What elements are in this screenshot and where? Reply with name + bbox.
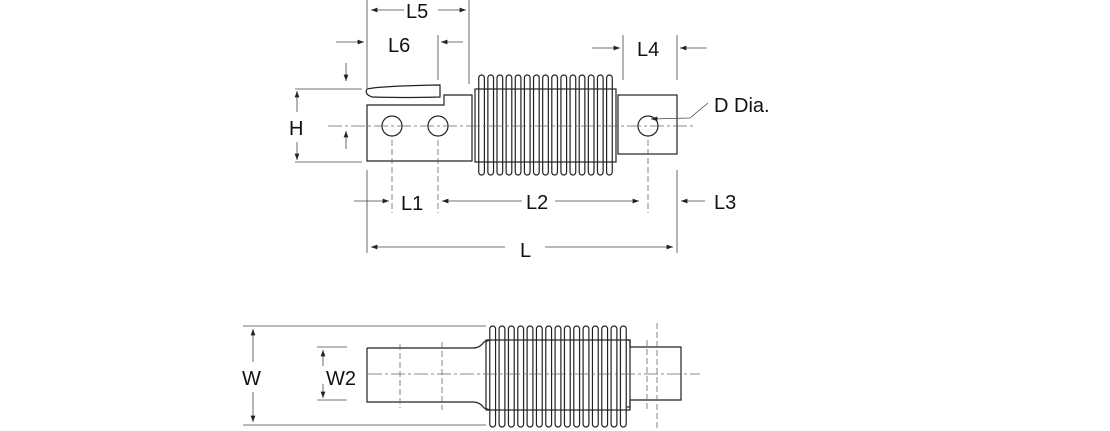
dim-label-L6: L6: [388, 35, 410, 57]
side-bellows: [474, 74, 617, 176]
extension-lines: [243, 325, 486, 426]
bellows-rib: [517, 325, 525, 428]
bellows-rib: [619, 325, 627, 428]
dim-label-L4: L4: [637, 39, 659, 61]
hole-centerlines: [399, 323, 658, 428]
bellows-rib: [554, 325, 562, 428]
bellows-rib: [532, 74, 540, 176]
top-bellows: [485, 325, 631, 428]
bellows-rib: [578, 74, 586, 176]
cable: [365, 84, 441, 99]
bellows-rib: [498, 325, 506, 428]
dim-label-L: L: [520, 240, 531, 262]
bellows-rib: [505, 74, 513, 176]
right-stub: [627, 339, 682, 408]
bellows-rib: [560, 74, 568, 176]
extension-lines: [295, 0, 678, 253]
bellows-rib: [514, 74, 522, 176]
dim-label-L1: L1: [401, 193, 423, 215]
right-mounting-block: [617, 94, 678, 155]
bellows-core: [474, 88, 617, 163]
shaft: [366, 339, 491, 411]
bellows-rib: [596, 74, 604, 176]
bellows-rib: [610, 325, 618, 428]
bellows-rib: [573, 325, 581, 428]
bellows-rib: [489, 325, 497, 428]
bellows-core: [485, 339, 631, 411]
dim-label-H: H: [289, 118, 303, 140]
bellows-rib: [587, 74, 595, 176]
dim-label-L2: L2: [526, 192, 548, 214]
bellows-rib: [496, 74, 504, 176]
bellows-rib: [551, 74, 559, 176]
bellows-rib: [507, 325, 515, 428]
bellows-rib: [542, 74, 549, 176]
dimension-arrows: [294, 7, 709, 250]
bellows-rib: [478, 74, 485, 176]
bellows-rib: [591, 325, 599, 428]
bellows-rib: [523, 74, 531, 176]
dim-label-L5: L5: [406, 1, 428, 23]
bellows-rib: [535, 325, 543, 428]
top-view: W W2: [242, 323, 700, 428]
bellows-rib: [526, 325, 534, 428]
bellows-rib: [569, 74, 577, 176]
bellows-rib: [606, 74, 613, 176]
dim-label-W2: W2: [326, 368, 356, 390]
bellows-rib: [601, 325, 609, 428]
left-mounting-block: [366, 94, 473, 162]
bellows-rib: [582, 325, 590, 428]
bellows-rib: [563, 325, 571, 428]
dim-label-D: D Dia.: [714, 95, 770, 117]
side-view: L5 L6 L4 D Dia. H L1 L2 L3 L: [289, 0, 770, 262]
bellows-rib: [487, 74, 495, 176]
dim-label-L3: L3: [714, 192, 736, 214]
dimension-arrows: [250, 329, 326, 422]
dim-label-W: W: [242, 368, 261, 390]
bellows-rib: [545, 325, 553, 428]
